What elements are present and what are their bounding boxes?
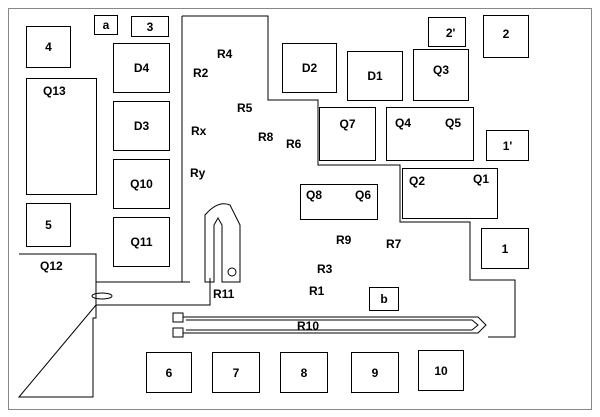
component-7-label: 7 <box>232 365 240 380</box>
component-5: 5 <box>26 203 71 247</box>
component-q7: Q7 <box>319 107 376 161</box>
component-q13-label: Q13 <box>43 84 66 98</box>
component-2-prime-label: 2' <box>445 26 456 41</box>
component-q2-label: Q2 <box>409 174 426 188</box>
resistor-r6-label: R6 <box>286 137 302 151</box>
component-9-label: 9 <box>371 365 379 380</box>
component-d1: D1 <box>347 51 403 101</box>
r11-pad <box>227 267 237 277</box>
component-10: 10 <box>418 350 464 391</box>
component-1-prime: 1' <box>486 130 529 161</box>
component-q8-q6: Q8 Q6 <box>300 184 378 220</box>
component-6: 6 <box>146 352 192 393</box>
component-q10: Q10 <box>113 159 170 209</box>
component-q11: Q11 <box>113 217 170 267</box>
resistor-r11-label: R11 <box>213 287 235 301</box>
resistor-rx-label: Rx <box>191 124 207 138</box>
component-q7-label: Q7 <box>339 116 356 131</box>
component-q4-q5: Q4 Q5 <box>386 107 474 161</box>
component-8-label: 8 <box>300 365 308 380</box>
component-q12-label: Q12 <box>40 259 63 273</box>
r10-pad-top <box>172 312 184 323</box>
component-q5-label: Q5 <box>445 116 462 130</box>
component-1: 1 <box>481 228 529 269</box>
component-1-label: 1 <box>501 241 509 256</box>
component-a: a <box>94 15 118 35</box>
resistor-r4-label: R4 <box>217 47 233 61</box>
resistor-r2-label: R2 <box>193 66 209 80</box>
resistor-r10-label: R10 <box>297 319 320 333</box>
resistor-r7-label: R7 <box>386 237 402 251</box>
component-b-label: b <box>380 292 388 306</box>
component-2: 2 <box>483 15 529 58</box>
component-3: 3 <box>131 16 169 37</box>
resistor-ry-label: Ry <box>190 166 206 180</box>
component-4-label: 4 <box>45 40 52 54</box>
component-q4-label: Q4 <box>395 116 412 130</box>
component-d4: D4 <box>113 43 170 93</box>
component-d4-label: D4 <box>133 61 150 75</box>
component-3-label: 3 <box>146 19 154 34</box>
component-d2-label: D2 <box>301 61 318 75</box>
component-q10-label: Q10 <box>130 177 153 191</box>
resistor-r1-label: R1 <box>309 284 325 298</box>
component-a-label: a <box>102 18 110 32</box>
component-d3: D3 <box>113 101 170 151</box>
resistor-r5-label: R5 <box>237 101 253 115</box>
component-d2: D2 <box>282 43 337 93</box>
component-b: b <box>369 287 399 311</box>
r10-hairpin <box>180 316 487 334</box>
component-q2-q1: Q2 Q1 <box>402 168 498 219</box>
component-d3-label: D3 <box>133 119 150 133</box>
component-q3-label: Q3 <box>432 63 450 77</box>
q12-outline <box>17 253 97 398</box>
r10-pad-bottom <box>172 327 184 338</box>
resistor-r9-label: R9 <box>336 233 352 247</box>
component-q6-label: Q6 <box>355 188 372 202</box>
component-5-label: 5 <box>45 218 52 232</box>
r11-hairpin <box>204 203 241 283</box>
component-2-label: 2 <box>502 27 510 42</box>
component-8: 8 <box>280 352 328 393</box>
q12-pad-oval <box>91 292 113 300</box>
component-9: 9 <box>351 352 399 393</box>
component-q1-label: Q1 <box>473 172 490 186</box>
component-2-prime: 2' <box>428 17 466 47</box>
resistor-r8-label: R8 <box>258 130 274 144</box>
component-7: 7 <box>212 352 260 393</box>
component-q11-label: Q11 <box>130 235 153 249</box>
component-4: 4 <box>26 26 71 68</box>
component-q3: Q3 <box>413 49 469 101</box>
component-1-prime-label: 1' <box>502 138 513 153</box>
resistor-r3-label: R3 <box>317 262 333 276</box>
component-6-label: 6 <box>165 365 173 380</box>
component-q13: Q13 <box>26 78 97 195</box>
component-d1-label: D1 <box>367 69 383 83</box>
board-border <box>8 8 592 410</box>
component-10-label: 10 <box>434 363 448 378</box>
component-q8-label: Q8 <box>306 188 323 202</box>
